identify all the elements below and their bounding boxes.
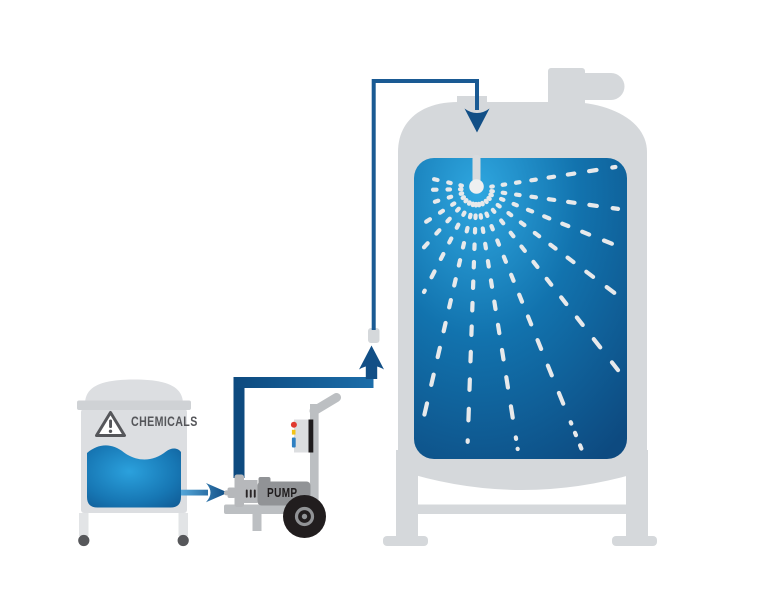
flow-arrow-right-icon bbox=[181, 483, 228, 503]
pump-inlet-nub bbox=[227, 487, 236, 498]
warning-exclamation-dot bbox=[108, 429, 113, 433]
spray-ray bbox=[421, 200, 472, 295]
flow-arrow-right-shaft bbox=[181, 489, 208, 496]
pump-head-fin bbox=[249, 489, 252, 498]
chemicals-left-caster bbox=[78, 534, 90, 547]
warning-exclamation-bar bbox=[109, 419, 112, 428]
supply-pipe-cap bbox=[368, 328, 380, 343]
discharge-pipe bbox=[233, 345, 384, 478]
flow-arrow-right-head bbox=[206, 483, 228, 503]
spray-ray bbox=[465, 201, 479, 452]
tank-vent-arm bbox=[580, 73, 625, 100]
flow-arrow-up-shaft bbox=[365, 362, 378, 379]
flow-arrow-down-icon bbox=[464, 108, 490, 133]
tank-left-leg bbox=[396, 450, 418, 538]
tank-interior bbox=[414, 158, 627, 459]
chemicals-dome bbox=[85, 379, 183, 404]
pump-label: PUMP bbox=[267, 486, 298, 500]
pump-wheel-hub-dot bbox=[301, 513, 308, 520]
spray-ray bbox=[476, 201, 520, 452]
discharge-pipe-vertical bbox=[233, 377, 245, 478]
pump-control-panel bbox=[308, 419, 314, 453]
control-button-red bbox=[290, 421, 297, 428]
pump-platform-support bbox=[252, 514, 262, 531]
chemicals-right-caster bbox=[177, 534, 189, 547]
chemicals-lid bbox=[77, 400, 191, 410]
tank-right-foot bbox=[612, 536, 657, 546]
chemicals-liquid bbox=[87, 445, 181, 508]
tank-left-foot bbox=[383, 536, 428, 546]
spray-ray bbox=[421, 198, 469, 250]
spray-ray bbox=[421, 195, 467, 226]
spray-ray bbox=[488, 192, 621, 249]
spray-nozzle-head bbox=[469, 179, 484, 194]
spray-nozzle-stem bbox=[472, 155, 481, 184]
pump-inlet-tip bbox=[223, 490, 230, 496]
pump-head-fin bbox=[245, 489, 248, 498]
warning-triangle-icon bbox=[95, 411, 126, 437]
pump-control-box bbox=[294, 419, 310, 453]
control-button-blue bbox=[291, 437, 296, 448]
chemicals-right-leg bbox=[178, 513, 188, 536]
tank-crossbar bbox=[416, 504, 628, 514]
spray-nozzle bbox=[469, 155, 484, 194]
spray-ray bbox=[489, 164, 618, 189]
pump-wheel-hub-ring bbox=[294, 506, 315, 527]
supply-pipe bbox=[368, 79, 490, 343]
spray-ray bbox=[486, 195, 621, 298]
tank-right-leg bbox=[626, 450, 648, 538]
spray-pattern bbox=[421, 164, 621, 452]
discharge-pipe-horizontal bbox=[233, 377, 374, 388]
flow-arrow-up-icon bbox=[359, 345, 384, 370]
chemicals-cart bbox=[77, 379, 191, 547]
chemicals-label: CHEMICALS bbox=[131, 413, 198, 429]
pump-inlet-flange bbox=[234, 474, 244, 507]
spray-ray bbox=[480, 200, 584, 452]
supply-pipe-line bbox=[371, 79, 479, 330]
spray-ray bbox=[483, 198, 621, 373]
pump-cart bbox=[223, 393, 341, 538]
spray-ray bbox=[421, 201, 476, 419]
pump-handle-tube bbox=[310, 404, 319, 515]
control-button-yellow bbox=[291, 429, 296, 435]
chemicals-left-leg bbox=[79, 513, 89, 536]
spray-ray bbox=[489, 188, 621, 211]
pump-head-fin bbox=[253, 489, 256, 498]
